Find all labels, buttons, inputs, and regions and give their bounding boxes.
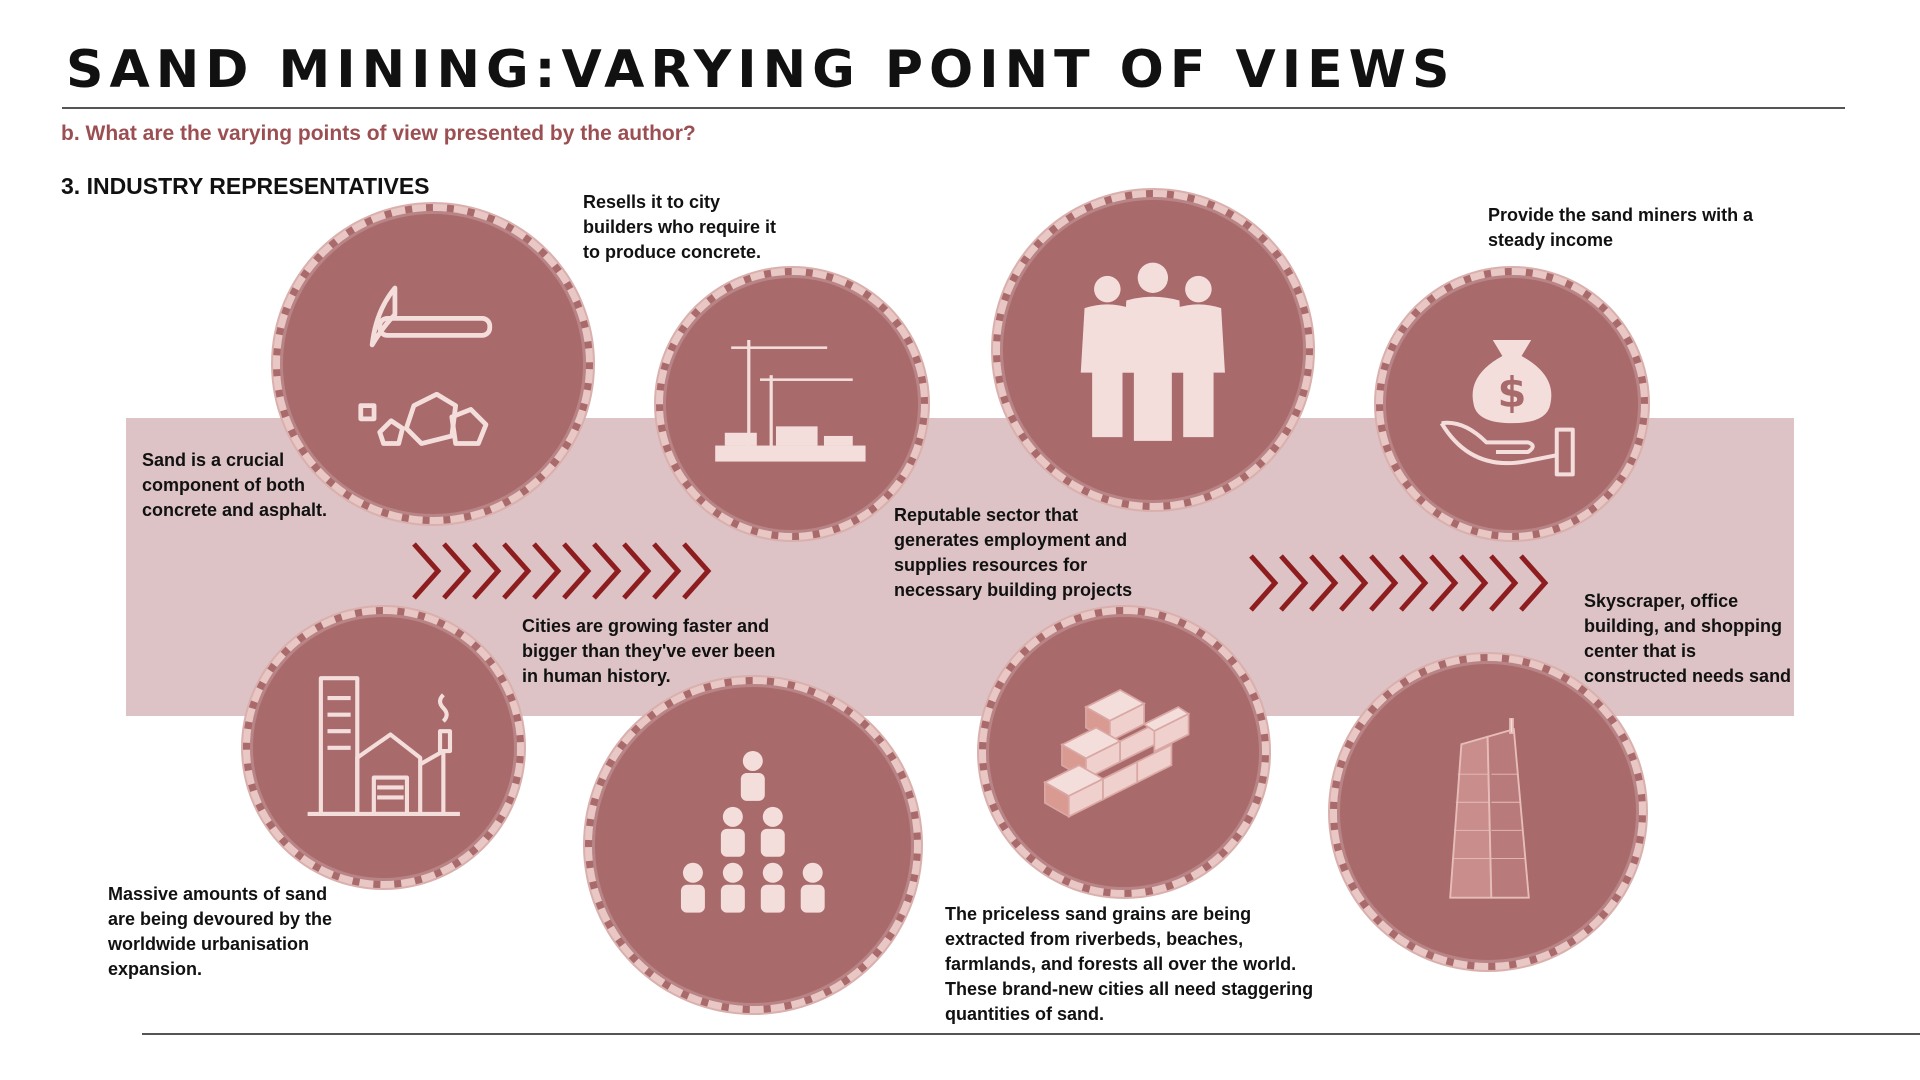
note-reputable-sector: Reputable sector that generates employme… xyxy=(894,505,1133,600)
chevron-arrows-left xyxy=(412,542,712,600)
note-steady-income: Provide the sand miners with a steady in… xyxy=(1488,205,1754,250)
bricks-circle xyxy=(979,607,1269,897)
brick-wall-icon xyxy=(1043,689,1191,819)
crane-circle xyxy=(656,268,928,540)
crowd-circle xyxy=(585,677,921,1013)
section-heading: 3. INDUSTRY REPRESENTATIVES xyxy=(61,173,430,199)
business-people-icon xyxy=(1080,262,1226,442)
construction-crane-icon xyxy=(715,340,866,462)
note-crucial-component: Sand is a crucial component of both conc… xyxy=(142,450,328,520)
skyscraper-circle xyxy=(1330,654,1646,970)
city-circle xyxy=(243,607,524,888)
note-priceless-grains: The priceless sand grains are being extr… xyxy=(945,904,1314,1024)
people-pyramid-icon xyxy=(681,751,825,913)
money-bag-hand-icon: $ xyxy=(1439,340,1575,477)
note-cities-growing: Cities are growing faster and bigger tha… xyxy=(522,616,776,686)
page-title: SAND MINING:VARYING POINT OF VIEWS xyxy=(66,40,1456,100)
question-text: b. What are the varying points of view p… xyxy=(61,122,696,145)
note-skyscraper: Skyscraper, office building, and shoppin… xyxy=(1584,591,1792,686)
pickaxe-circle xyxy=(273,204,593,524)
note-massive-amounts: Massive amounts of sand are being devour… xyxy=(108,884,333,979)
svg-text:$: $ xyxy=(1498,368,1527,417)
title-divider xyxy=(62,107,1845,109)
chevron-arrows-right xyxy=(1249,554,1549,612)
pickaxe-rocks-icon xyxy=(358,285,493,447)
note-resells: Resells it to city builders who require … xyxy=(583,192,777,262)
skyscraper-icon xyxy=(1449,718,1531,900)
money-circle: $ xyxy=(1376,268,1648,540)
people-circle xyxy=(993,190,1313,510)
bottom-divider xyxy=(142,1033,1920,1035)
city-buildings-icon xyxy=(307,675,460,816)
